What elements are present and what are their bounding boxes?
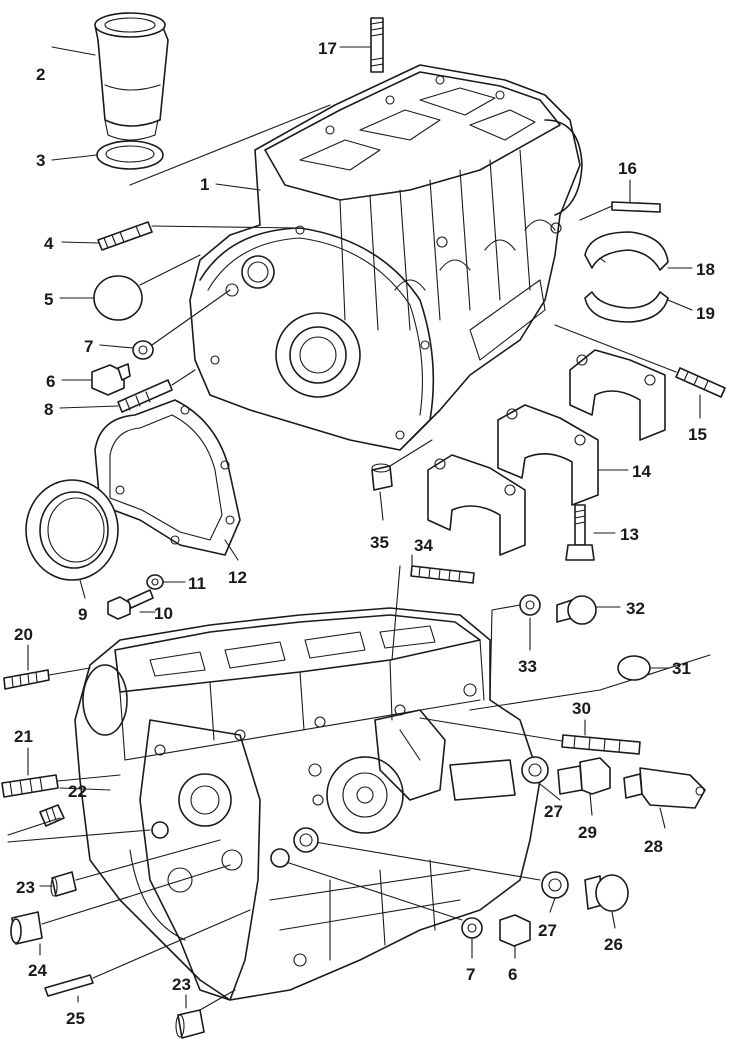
- cylinder-liner: [94, 12, 169, 141]
- callout-13: 13: [620, 525, 639, 544]
- plug-24: [10, 864, 231, 945]
- callout-21: 21: [14, 727, 33, 746]
- callout-1: 1: [200, 175, 209, 194]
- core-plug: [93, 254, 201, 321]
- seal-ring-27-upper: [521, 756, 549, 784]
- crankshaft-oil-seal: [25, 479, 119, 581]
- callout-9: 9: [78, 605, 87, 624]
- callout-25: 25: [66, 1009, 85, 1028]
- dowel-25: [44, 909, 251, 997]
- callout-27-upper: 27: [544, 802, 563, 821]
- stud-21: [1, 774, 121, 798]
- callout-30: 30: [572, 699, 591, 718]
- washer-33: [489, 594, 541, 701]
- callout-33: 33: [518, 657, 537, 676]
- lower-crankcase: [74, 607, 541, 1001]
- callout-3: 3: [36, 151, 45, 170]
- oil-pressure-plug-29: [557, 757, 611, 795]
- callout-27-lower: 27: [538, 921, 557, 940]
- stud-left: [97, 221, 301, 251]
- callout-11: 11: [188, 574, 206, 593]
- callout-31: 31: [672, 659, 691, 678]
- callout-7: 7: [84, 337, 93, 356]
- callout-labels: 17 2 3 1 16 4 18 5 19 7 6 8 15 14 13 35 …: [14, 39, 715, 1028]
- callout-8: 8: [44, 400, 53, 419]
- plug-22: [7, 804, 151, 843]
- callout-5: 5: [44, 290, 53, 309]
- callout-20: 20: [14, 625, 33, 644]
- plug-23-upper: [50, 839, 221, 897]
- callout-17: 17: [318, 39, 337, 58]
- bearing-shell-lower: [584, 291, 669, 323]
- main-bearing-caps: [427, 349, 666, 556]
- callout-12: 12: [228, 568, 247, 587]
- washer-11: [146, 574, 164, 590]
- callout-14: 14: [632, 462, 651, 481]
- screw-plug-lower: [499, 914, 531, 947]
- stud-20: [3, 667, 91, 690]
- screw-plug-26: [584, 874, 629, 912]
- bearing-cap-bolt: [565, 504, 595, 561]
- callout-6: 6: [46, 372, 55, 391]
- callout-6-lower: 6: [508, 965, 517, 984]
- upper-crankcase: [189, 64, 583, 451]
- sealing-washer-upper: [132, 289, 231, 360]
- bolt-10: [107, 589, 154, 620]
- callout-7-lower: 7: [466, 965, 475, 984]
- callout-29: 29: [578, 823, 597, 842]
- stud-15: [554, 324, 726, 398]
- dowel-pin-16: [579, 201, 661, 221]
- stud-34: [391, 565, 475, 661]
- callout-35: 35: [370, 533, 389, 552]
- callout-32: 32: [626, 599, 645, 618]
- stud-30: [419, 717, 641, 755]
- callout-26: 26: [604, 935, 623, 954]
- stud-8: [117, 369, 196, 413]
- leader-lines: [27, 46, 701, 1009]
- callout-22: 22: [68, 782, 87, 801]
- stud-top: [370, 17, 384, 73]
- callout-19: 19: [696, 304, 715, 323]
- screw-plug-32: [556, 595, 597, 625]
- oil-pressure-switch: [623, 767, 706, 809]
- callout-23-lower: 23: [172, 975, 191, 994]
- callout-10: 10: [154, 604, 173, 623]
- callout-16: 16: [618, 159, 637, 178]
- callout-28: 28: [644, 837, 663, 856]
- liner-gasket-ring: [96, 140, 164, 170]
- screw-plug-upper: [91, 363, 131, 396]
- callout-15: 15: [688, 425, 707, 444]
- seal-carrier-gasket: [94, 399, 241, 556]
- callout-24: 24: [28, 961, 47, 980]
- callout-23-upper: 23: [16, 878, 35, 897]
- callout-18: 18: [696, 260, 715, 279]
- bearing-shell-upper: [584, 231, 669, 271]
- callout-34: 34: [414, 536, 433, 555]
- plug-23-lower: [175, 989, 236, 1039]
- callout-4: 4: [44, 234, 54, 253]
- plug-35: [371, 439, 433, 491]
- callout-2: 2: [36, 65, 45, 84]
